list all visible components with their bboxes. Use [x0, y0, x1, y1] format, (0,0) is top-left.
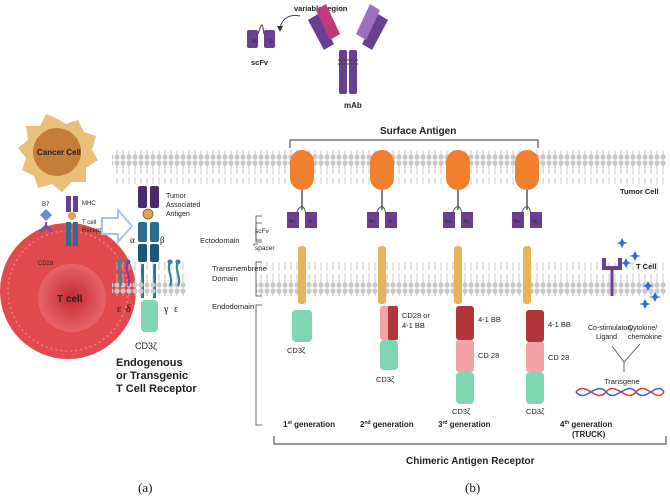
ectodomain-label: Ectodomain — [200, 236, 240, 245]
car-bracket — [273, 436, 667, 445]
alpha-label: α — [130, 235, 135, 245]
surface-antigen-bracket — [289, 139, 539, 148]
tm-label-1: Transmembrene — [212, 264, 267, 273]
car-gen2 — [367, 150, 398, 370]
tcr-title-1: Endogenous — [116, 357, 183, 369]
svg-text:2nd generation: 2nd generation — [360, 420, 414, 429]
gen1-cd3z-label: CD3ζ — [287, 346, 306, 355]
svg-text:1st generation: 1st generation — [283, 420, 335, 429]
svg-text:VL: VL — [533, 219, 539, 225]
gen2-costim-label-2: 4-1 BB — [402, 321, 425, 330]
cytokine-label-1: Cytokine/ — [628, 325, 657, 332]
mab-icon — [308, 4, 388, 94]
gen4-cd3z-label: CD3ζ — [526, 407, 545, 416]
taa-label-2: Associated — [166, 202, 200, 209]
cd3z-left-label: CD3ζ — [135, 341, 157, 351]
scfv-label: scFv — [251, 58, 269, 67]
car-gen1 — [287, 150, 317, 342]
svg-text:VH: VH — [369, 219, 375, 225]
tm-label-2: Domain — [212, 274, 238, 283]
cancer-cell — [18, 114, 98, 192]
tcr-detail — [138, 186, 159, 332]
panel-a-label: (a) — [138, 480, 152, 495]
gen3-41bb-label: 4-1 BB — [478, 315, 501, 324]
surface-antigen-label: Surface Antigen — [380, 126, 456, 137]
tcell-membrane-left — [112, 262, 186, 296]
gen2-cd3z-label: CD3ζ — [376, 375, 395, 384]
taa-label-1: Tumor — [166, 193, 187, 200]
svg-text:VL: VL — [388, 219, 394, 225]
scfv-dom-label: scFv — [255, 228, 269, 235]
panel-b-label: (b) — [465, 480, 480, 495]
delta-label: δ — [126, 304, 131, 315]
gen3-cd3z-label: CD3ζ — [452, 407, 471, 416]
zoom-arrow — [101, 207, 134, 245]
cd28-label: CD28 — [38, 261, 54, 267]
v-domain-labels: VH VL VH VL VH VL VH VL — [289, 219, 539, 225]
b7-label: B7 — [42, 202, 50, 208]
taa-label-3: Antigen — [166, 211, 190, 218]
car-label: Chimeric Antigen Receptor — [406, 456, 535, 467]
scfv-vl-label: VL — [268, 39, 274, 45]
tcr-title-3: T Cell Receptor — [116, 383, 197, 395]
svg-text:VL: VL — [308, 219, 314, 225]
dna-helix-icon — [575, 387, 665, 397]
beta-label: β — [160, 235, 165, 245]
transgene-arrows — [611, 343, 641, 372]
t-cell-right-label: T Cell — [636, 262, 656, 271]
tcr-label-2: Receptor — [82, 228, 106, 234]
t-cell-body — [0, 223, 136, 359]
gen2-costim-label-1: CD28 or — [402, 311, 430, 320]
scfv-icon — [247, 24, 275, 48]
gamma-label: γ — [163, 304, 169, 315]
mab-label: mAb — [344, 101, 362, 110]
tumor-cell-label: Tumor Cell — [620, 187, 659, 196]
epsilon-left: ε — [117, 304, 121, 315]
svg-text:(TRUCK): (TRUCK) — [572, 430, 606, 439]
generation-labels: 1st generation 2nd generation 3rd genera… — [283, 420, 612, 439]
cytokine-label-2: chemokine — [628, 334, 662, 341]
epsilon-right: ε — [174, 304, 178, 315]
t-cell-label: T cell — [57, 294, 83, 305]
tcr-title-2: or Transgenic — [116, 370, 188, 382]
car-gen4 — [512, 150, 544, 404]
gen3-cd28-label: CD 28 — [478, 351, 499, 360]
car-gen3 — [443, 150, 474, 404]
svg-text:VH: VH — [514, 219, 520, 225]
svg-text:4th generation: 4th generation — [560, 420, 612, 429]
svg-text:VH: VH — [289, 219, 295, 225]
transgene-label: Transgene — [604, 377, 640, 386]
endodomain-label: Endodomain — [212, 302, 254, 311]
svg-text:3rd generation: 3rd generation — [438, 420, 491, 429]
mhc-label: MHC — [82, 201, 96, 207]
cd3-chains — [117, 259, 181, 287]
tcr-label-1: T cell — [82, 220, 96, 226]
scfv-vh-label: VH — [252, 39, 258, 45]
costim-label-2: Ligand — [596, 334, 617, 341]
gen4-cd28-label: CD 28 — [548, 353, 569, 362]
costim-label-1: Co-stimulatory — [588, 325, 634, 332]
gen4-41bb-label: 4-1 BB — [548, 320, 571, 329]
cancer-cell-label: Cancer Cell — [37, 148, 81, 157]
variable-region-arrow — [279, 15, 301, 29]
svg-text:VH: VH — [445, 219, 451, 225]
spacer-label: spacer — [255, 245, 275, 252]
mhc-tcr-complex — [66, 196, 78, 246]
domain-brackets — [253, 215, 262, 426]
cytokine-stars — [616, 238, 661, 309]
b7-cd28-pair — [38, 209, 54, 234]
svg-text:VL: VL — [464, 219, 470, 225]
